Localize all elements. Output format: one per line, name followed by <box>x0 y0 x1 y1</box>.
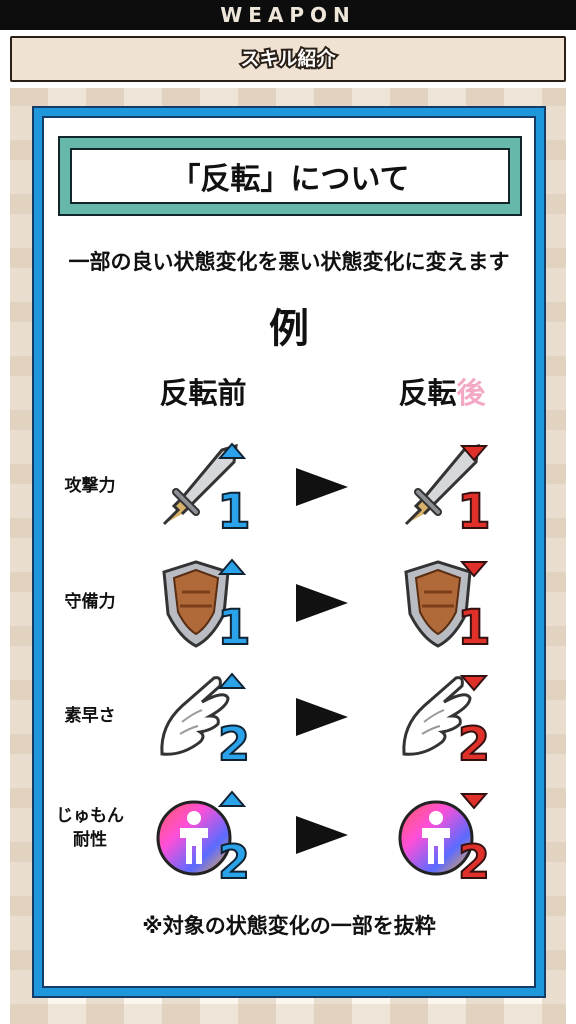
column-before-header: 反転前 <box>159 376 247 410</box>
section-title-bar: スキル紹介 <box>10 36 566 82</box>
debuff-value-defense: 1 <box>457 600 490 652</box>
row-attack: 攻撃力 1 1 <box>0 432 576 542</box>
sword-debuff-icon: 1 <box>404 443 492 536</box>
description-text: 一部の良い状態変化を悪い状態変化に変えます <box>68 250 510 274</box>
top-bar-title: WEAPON <box>0 0 576 30</box>
transform-arrow-attack <box>296 468 348 506</box>
wing-buff-icon: 2 <box>160 672 251 766</box>
debuff-value-speed: 2 <box>458 717 490 766</box>
row-label-defense: 守備力 <box>64 592 116 612</box>
row-label-speed: 素早さ <box>64 706 116 726</box>
after-label-accent: 後 <box>456 376 486 410</box>
example-label: 例 <box>269 306 309 352</box>
sword-buff-icon: 1 <box>162 442 252 536</box>
debuff-value-attack: 1 <box>457 484 490 536</box>
spell-resist-buff-icon: 2 <box>156 790 251 884</box>
footnote-text: ※対象の状態変化の一部を抜粋 <box>142 914 436 938</box>
shield-buff-icon: 1 <box>162 558 252 652</box>
row-label-spell-resist-line1: じゅもん <box>56 806 124 826</box>
transform-arrow-speed <box>296 698 348 736</box>
debuff-value-spell-resist: 2 <box>458 835 490 884</box>
shield-debuff-icon: 1 <box>404 560 492 652</box>
row-label-attack: 攻撃力 <box>64 476 116 496</box>
after-label-main: 反転 <box>398 376 457 410</box>
buff-value-attack: 1 <box>217 484 250 536</box>
wing-debuff-icon: 2 <box>402 675 491 766</box>
row-speed: 素早さ 2 2 <box>0 662 576 772</box>
panel-title-box: 「反転」について <box>58 136 522 216</box>
row-label-spell-resist-line2: 耐性 <box>73 830 107 850</box>
row-spell-resist: じゅもん 耐性 2 2 <box>0 780 576 890</box>
spell-resist-debuff-icon: 2 <box>398 793 491 884</box>
buff-value-spell-resist: 2 <box>218 835 250 884</box>
row-defense: 守備力 1 1 <box>0 548 576 658</box>
transform-arrow-spell-resist <box>296 816 348 854</box>
panel-title: 「反転」について <box>70 148 510 204</box>
row-label-spell-resist: じゅもん 耐性 <box>48 804 132 852</box>
buff-value-defense: 1 <box>217 600 250 652</box>
buff-value-speed: 2 <box>218 717 250 766</box>
transform-arrow-defense <box>296 584 348 622</box>
column-after-header: 反転後 <box>362 370 522 412</box>
